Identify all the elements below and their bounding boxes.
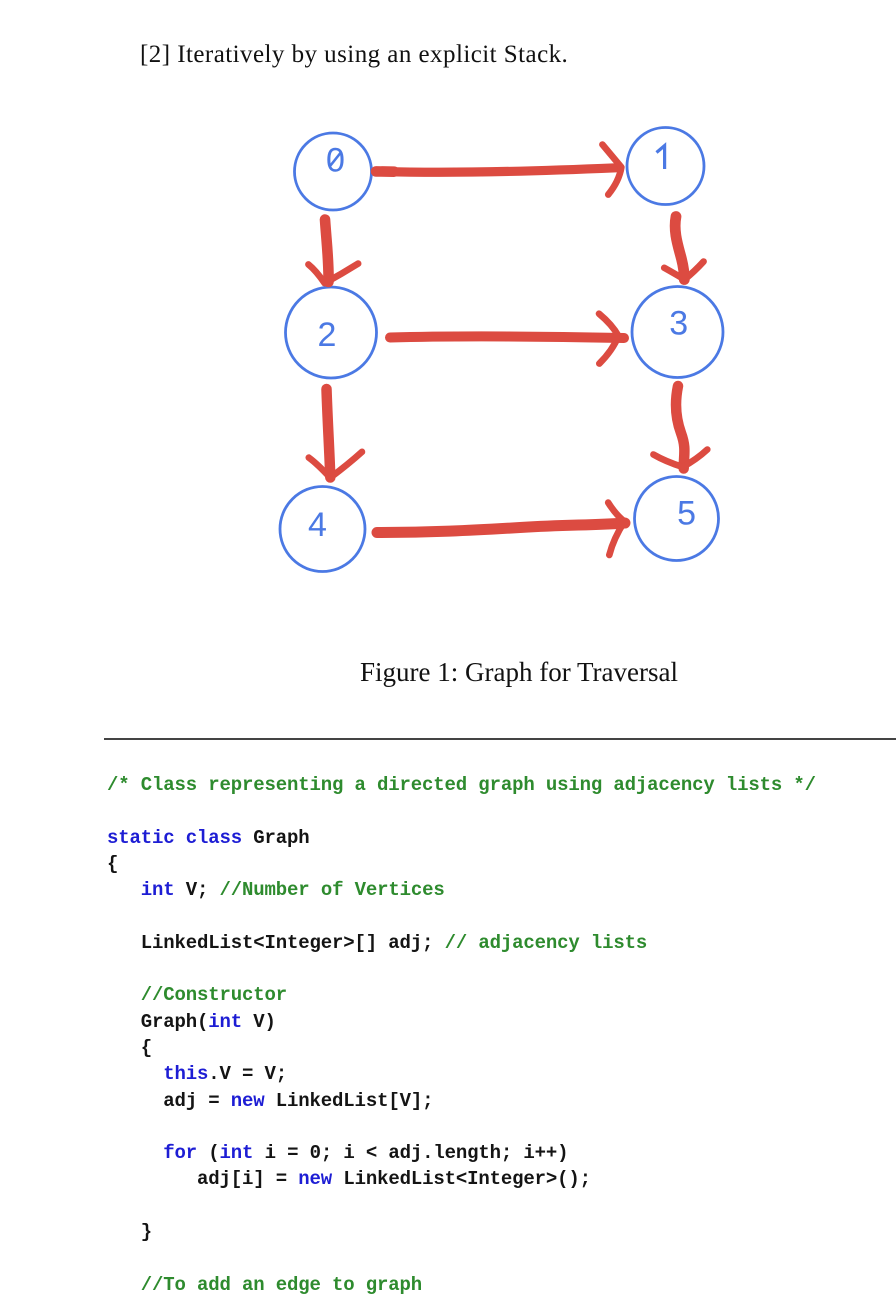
svg-text:5: 5	[677, 495, 696, 533]
svg-text:2: 2	[318, 316, 337, 354]
svg-text:4: 4	[308, 506, 327, 544]
svg-text:3: 3	[669, 305, 688, 343]
